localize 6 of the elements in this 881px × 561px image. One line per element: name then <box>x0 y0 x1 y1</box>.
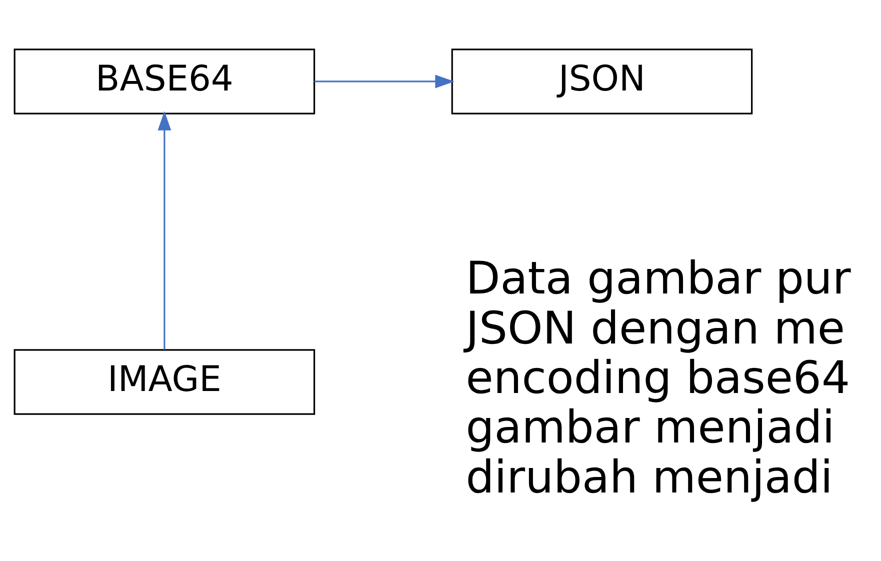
label: Data gambar pur JSON dengan me encoding base64 gambar menjadi dirubah menjadi <box>466 251 851 503</box>
arrow <box>314 74 454 88</box>
node-box: BASE64 <box>14 48 316 114</box>
node-box: IMAGE <box>14 348 316 414</box>
arrow <box>158 110 172 350</box>
node-box: JSON <box>451 48 753 114</box>
